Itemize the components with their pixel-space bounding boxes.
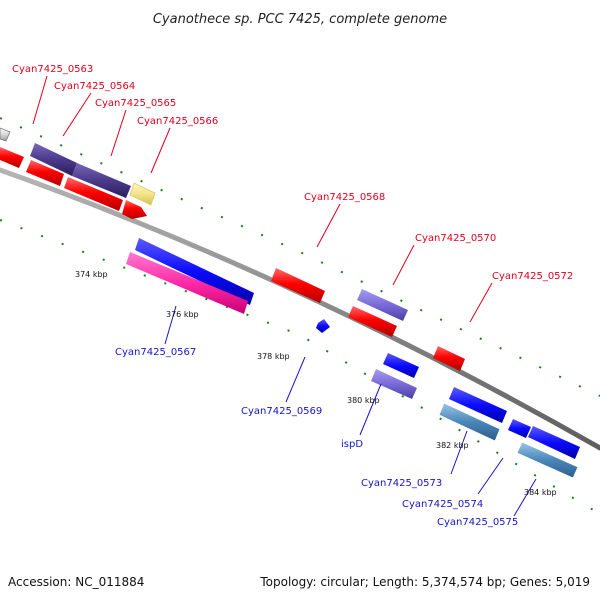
tick-labels: 374 kbp 376 kbp 378 kbp 380 kbp 382 kbp …: [75, 270, 557, 497]
gene-arrow: [383, 353, 419, 378]
gene-arrow: [516, 441, 579, 479]
gene-label-cyan7425-0568: Cyan7425_0568: [304, 192, 385, 203]
genome-title: Cyanothece sp. PCC 7425, complete genome: [153, 12, 447, 27]
gene-arrow: [271, 268, 325, 303]
gene-label-cyan7425-0565: Cyan7425_0565: [95, 98, 176, 109]
gene-label-cyan7425-0567: Cyan7425_0567: [115, 347, 196, 358]
label-leader: [62, 92, 92, 137]
tick-label-384-kbp: 384 kbp: [524, 488, 557, 497]
gene-arrow: [433, 346, 465, 371]
label-leader: [150, 127, 171, 174]
gene-arrow: [449, 387, 507, 423]
gene-label-cyan7425-0575: Cyan7425_0575: [437, 517, 518, 528]
gene-arrow: [438, 402, 501, 442]
tick-label-380-kbp: 380 kbp: [347, 396, 380, 405]
label-leader: [392, 244, 415, 286]
label-leader: [316, 203, 341, 248]
gene-arrow: [72, 163, 131, 198]
reverse-tick-track: [0, 219, 600, 515]
label-leader: [359, 383, 382, 436]
gene-arrow: [508, 419, 531, 438]
accession-text: Accession: NC_011884: [8, 575, 144, 589]
genome-summary-text: Topology: circular; Length: 5,374,574 bp…: [259, 575, 590, 589]
gene-arrow: [122, 200, 147, 219]
leader-lines: [32, 75, 537, 517]
tick-marks: [0, 117, 600, 515]
gene-arrow: [126, 252, 248, 314]
gene-arrow: [0, 147, 24, 168]
gene-arrow: [357, 289, 408, 321]
gene-arrow: [0, 127, 11, 142]
gene-arrow: [30, 143, 77, 176]
genes: [0, 127, 580, 479]
gene-label-cyan7425-0569: Cyan7425_0569: [241, 406, 322, 417]
tick-label-374-kbp: 374 kbp: [75, 270, 108, 279]
label-leader: [32, 75, 48, 125]
label-leader: [285, 356, 306, 403]
label-leader: [450, 430, 468, 475]
gene-label-cyan7425-0563: Cyan7425_0563: [12, 64, 93, 75]
gene-label-cyan7425-0570: Cyan7425_0570: [415, 233, 496, 244]
label-leader: [469, 282, 493, 323]
gene-arrow: [129, 182, 156, 206]
gene-label-cyan7425-0573: Cyan7425_0573: [361, 478, 442, 489]
gene-label-cyan7425-0574: Cyan7425_0574: [402, 499, 483, 510]
label-leader: [164, 305, 177, 345]
gene-arrow: [348, 306, 397, 337]
label-leader: [477, 457, 504, 495]
gene-label-cyan7425-0564: Cyan7425_0564: [54, 81, 135, 92]
tick-label-382-kbp: 382 kbp: [436, 441, 469, 450]
gene-arrow: [135, 238, 254, 305]
gene-label-cyan7425-0572: Cyan7425_0572: [492, 271, 573, 282]
label-leader: [513, 478, 537, 517]
gene-label-ispd: ispD: [341, 439, 363, 450]
gene-arrow: [316, 319, 330, 333]
forward-tick-track: [0, 117, 600, 397]
tick-label-376-kbp: 376 kbp: [166, 310, 199, 319]
gene-arrow: [26, 160, 64, 186]
reverse-gene-labels: Cyan7425_0567 Cyan7425_0569 ispD Cyan742…: [115, 347, 518, 528]
label-leader: [110, 109, 127, 157]
gene-arrow: [371, 369, 417, 399]
gene-label-cyan7425-0566: Cyan7425_0566: [137, 116, 218, 127]
tick-label-378-kbp: 378 kbp: [257, 352, 290, 361]
forward-gene-labels: Cyan7425_0563 Cyan7425_0564 Cyan7425_056…: [12, 64, 573, 282]
gene-arrow: [528, 426, 580, 459]
gene-arrow: [64, 177, 123, 211]
